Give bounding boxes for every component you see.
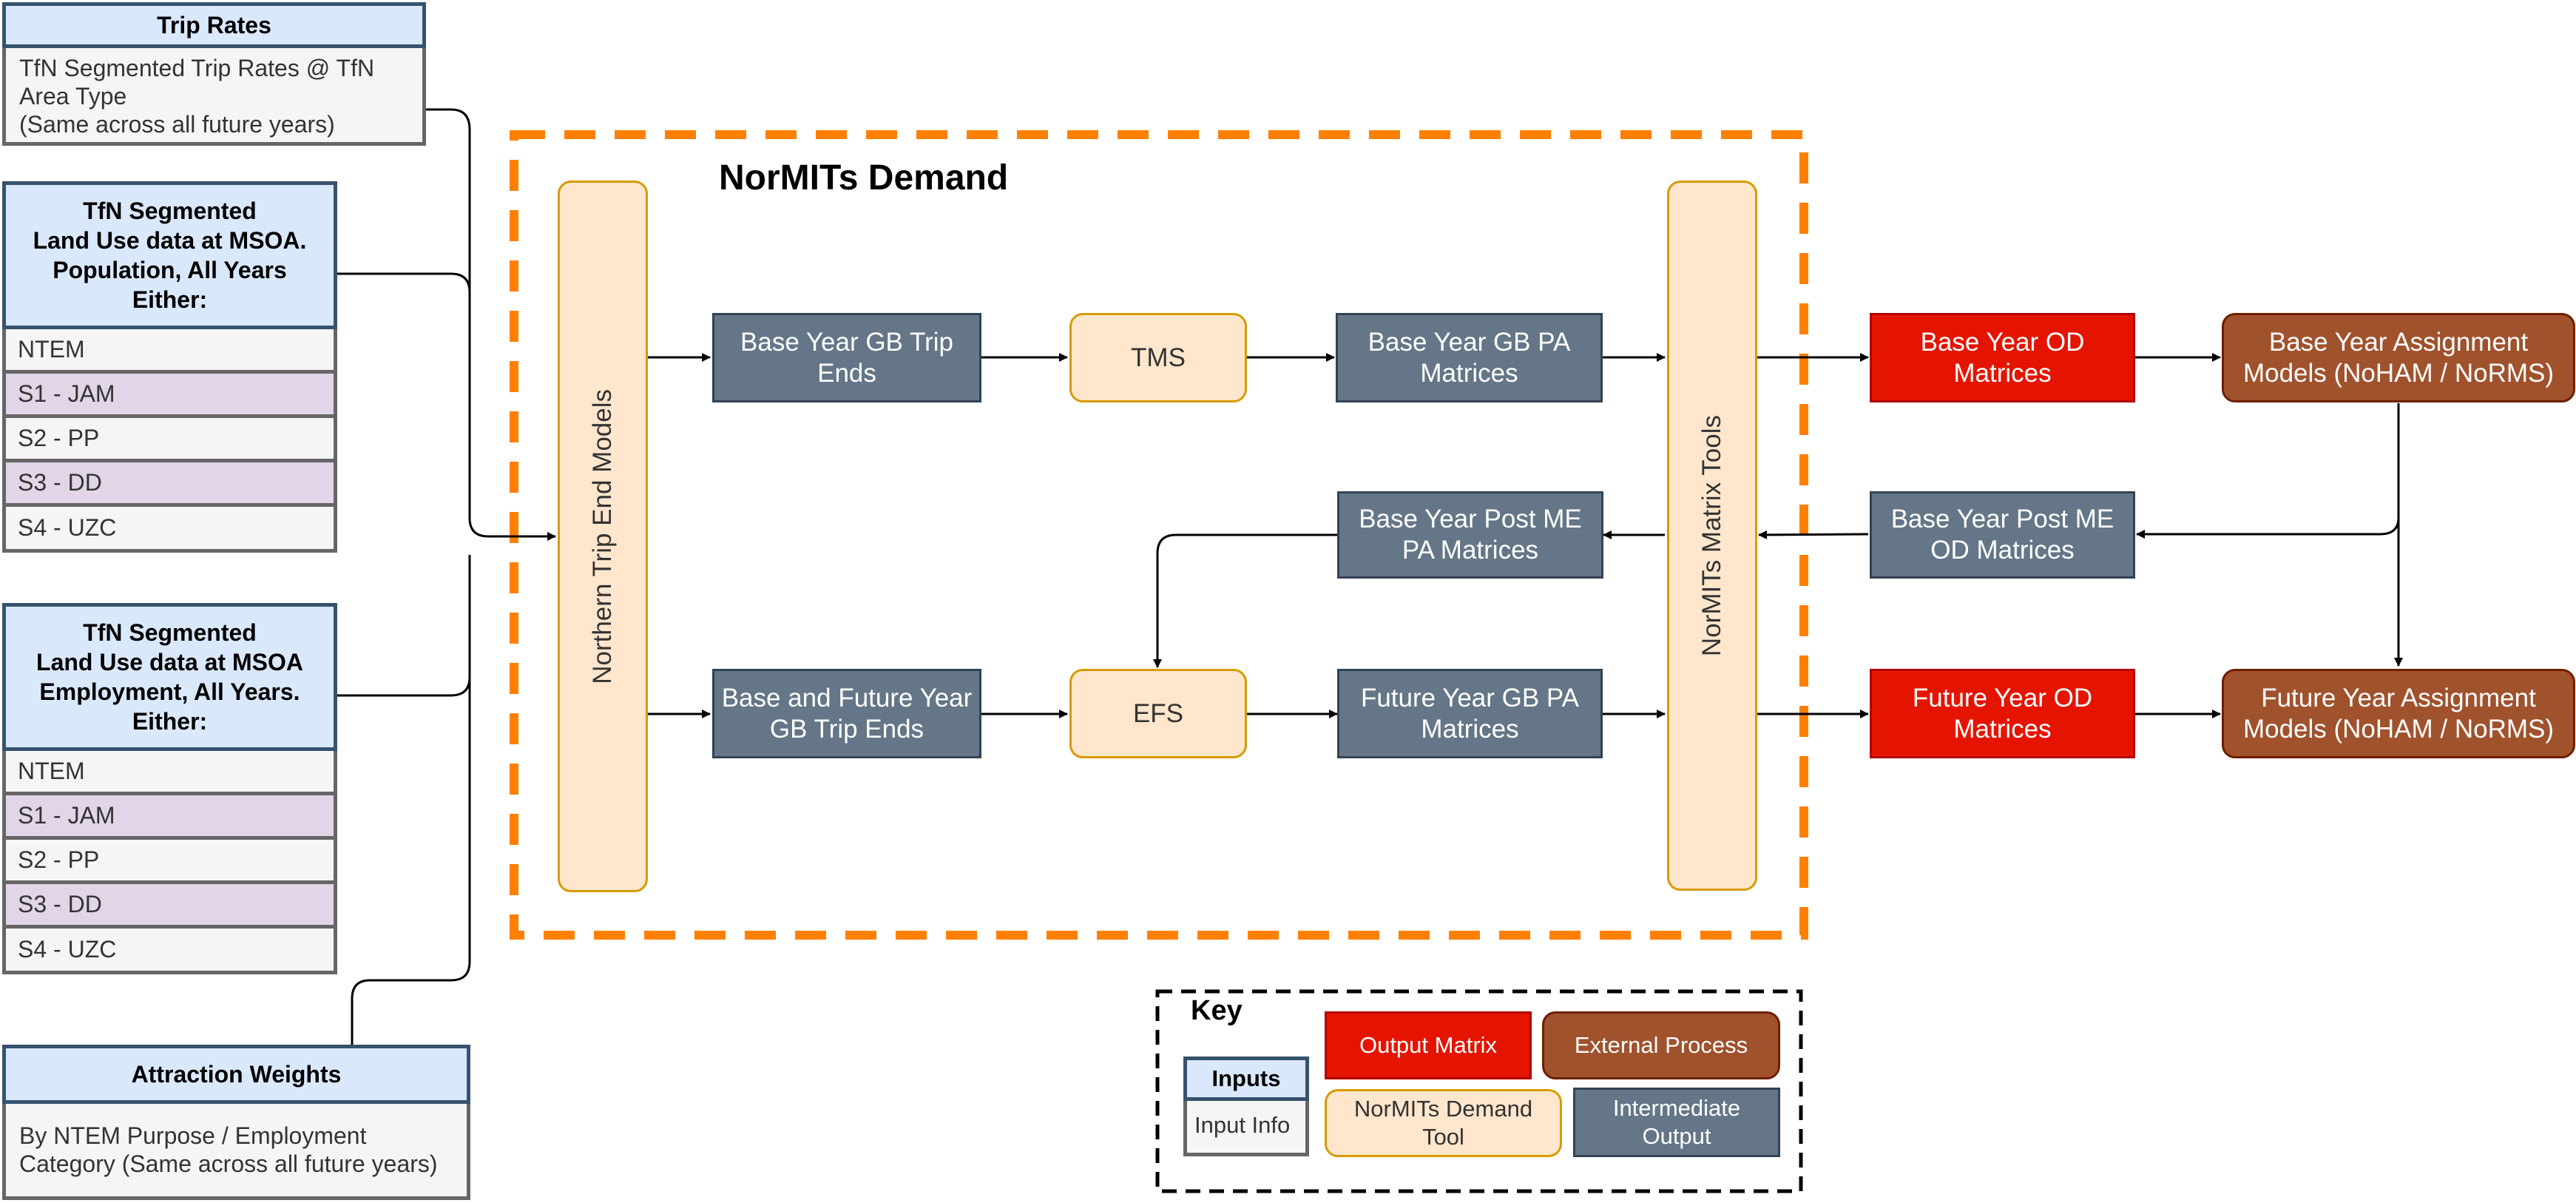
box-line: Output xyxy=(1642,1123,1711,1149)
key-inputs-swatch: Inputs xyxy=(1183,1057,1309,1101)
row-label: S1 - JAM xyxy=(18,802,115,829)
base-gb-pa-matrices: Base Year GB PA Matrices xyxy=(1336,313,1603,402)
efs-label: EFS xyxy=(1132,698,1184,728)
box-line: Matrices xyxy=(1953,358,2052,388)
row-label: S2 - PP xyxy=(18,425,100,451)
tms-tool: TMS xyxy=(1069,313,1247,402)
population-row-s1: S1 - JAM xyxy=(2,374,337,418)
box-line: Matrices xyxy=(1421,714,1519,744)
northern-trip-end-models: Northern Trip End Models xyxy=(558,181,648,892)
population-title-line: Population, All Years xyxy=(53,257,287,283)
future-od-matrices: Future Year OD Matrices xyxy=(1870,669,2135,758)
key-inputs-label: Inputs xyxy=(1211,1065,1281,1091)
key-output-matrix-label: Output Matrix xyxy=(1359,1032,1498,1058)
employment-row-s3: S3 - DD xyxy=(2,884,337,929)
employment-title-line: Employment, All Years. xyxy=(39,678,300,705)
trip-rates-header: Trip Rates xyxy=(2,2,426,48)
box-line: GB Trip Ends xyxy=(769,714,924,744)
box-line: NorMITs Demand xyxy=(1353,1096,1533,1122)
population-row-s2: S2 - PP xyxy=(2,418,337,462)
row-label: S1 - JAM xyxy=(18,380,115,407)
population-title-line: Either: xyxy=(132,286,208,313)
attraction-weights-body: By NTEM Purpose / Employment Category (S… xyxy=(2,1104,470,1200)
box-line: Tool xyxy=(1422,1124,1464,1150)
box-line: Intermediate xyxy=(1612,1095,1741,1121)
efs-tool: EFS xyxy=(1069,669,1247,758)
normits-demand-title: NorMITs Demand xyxy=(719,158,1009,198)
northern-trip-end-label: Northern Trip End Models xyxy=(588,388,617,684)
trip-rates-line: Area Type xyxy=(19,83,127,109)
population-row-s4: S4 - UZC xyxy=(2,507,337,553)
box-line: Ends xyxy=(817,358,876,388)
population-title-line: Land Use data at MSOA. xyxy=(33,227,307,254)
key-external-process-label: External Process xyxy=(1574,1032,1748,1058)
base-future-gb-trip-ends: Base and Future Year GB Trip Ends xyxy=(712,669,981,758)
matrix-tools-label: NorMITs Matrix Tools xyxy=(1697,414,1726,657)
box-line: Base Year GB PA xyxy=(1368,327,1571,357)
employment-row-s2: S2 - PP xyxy=(2,840,337,884)
base-post-me-od-matrices: Base Year Post ME OD Matrices xyxy=(1870,491,2135,579)
row-label: S4 - UZC xyxy=(18,936,117,963)
box-line: Future Year GB PA xyxy=(1360,683,1580,712)
key-input-info-label: Input Info xyxy=(1194,1112,1291,1138)
row-label: NTEM xyxy=(18,336,85,363)
box-line: Matrices xyxy=(1953,714,2052,744)
trip-rates-body: TfN Segmented Trip Rates @ TfN Area Type… xyxy=(2,48,426,146)
row-label: S2 - PP xyxy=(18,846,100,873)
tms-label: TMS xyxy=(1131,343,1186,372)
future-gb-pa-matrices: Future Year GB PA Matrices xyxy=(1337,669,1603,758)
box-line: Future Year Assignment xyxy=(2261,683,2536,712)
box-line: Base Year Post ME xyxy=(1359,505,1582,533)
base-assignment-models: Base Year Assignment Models (NoHAM / NoR… xyxy=(2222,313,2575,402)
box-line: Base Year Post ME xyxy=(1890,505,2114,533)
employment-row-s1: S1 - JAM xyxy=(2,795,337,840)
box-line: OD Matrices xyxy=(1930,536,2075,565)
row-label: S4 - UZC xyxy=(18,514,117,541)
trip-rates-title: Trip Rates xyxy=(157,12,271,38)
population-row-s3: S3 - DD xyxy=(2,462,337,507)
attraction-weights-header: Attraction Weights xyxy=(2,1045,470,1104)
trip-rates-line: (Same across all future years) xyxy=(19,111,335,138)
box-line: Base and Future Year xyxy=(721,683,973,712)
employment-title-line: TfN Segmented xyxy=(83,619,257,646)
key-intermediate-output: Intermediate Output xyxy=(1573,1088,1780,1157)
population-header: TfN Segmented Land Use data at MSOA. Pop… xyxy=(2,181,337,329)
row-label: S3 - DD xyxy=(18,891,102,917)
base-post-me-pa-matrices: Base Year Post ME PA Matrices xyxy=(1337,491,1603,579)
box-line: Base Year OD xyxy=(1920,327,2085,357)
attraction-line: Category (Same across all future years) xyxy=(19,1150,438,1177)
box-line: Future Year OD xyxy=(1912,683,2093,712)
population-title-line: TfN Segmented xyxy=(83,198,257,224)
key-frame xyxy=(1155,989,1803,1193)
attraction-weights-title: Attraction Weights xyxy=(131,1061,342,1088)
employment-title-line: Land Use data at MSOA xyxy=(36,649,303,675)
population-row-ntem: NTEM xyxy=(2,329,337,374)
box-line: PA Matrices xyxy=(1402,536,1539,565)
base-od-matrices: Base Year OD Matrices xyxy=(1870,313,2135,402)
employment-header: TfN Segmented Land Use data at MSOA Empl… xyxy=(2,603,337,751)
normits-matrix-tools: NorMITs Matrix Tools xyxy=(1667,181,1757,891)
key-title: Key xyxy=(1191,995,1243,1026)
row-label: S3 - DD xyxy=(18,469,102,496)
future-assignment-models: Future Year Assignment Models (NoHAM / N… xyxy=(2222,669,2575,758)
row-label: NTEM xyxy=(18,758,85,784)
employment-row-s4: S4 - UZC xyxy=(2,929,337,974)
trip-rates-line: TfN Segmented Trip Rates @ TfN xyxy=(19,55,375,81)
attraction-line: By NTEM Purpose / Employment xyxy=(19,1122,367,1149)
base-gb-trip-ends: Base Year GB Trip Ends xyxy=(712,313,981,402)
key-normits-tool: NorMITs Demand Tool xyxy=(1325,1089,1562,1157)
box-line: Base Year GB Trip xyxy=(740,327,953,357)
box-line: Base Year Assignment xyxy=(2268,327,2529,357)
key-output-matrix: Output Matrix xyxy=(1325,1011,1532,1079)
key-input-info-swatch: Input Info xyxy=(1183,1101,1309,1156)
box-line: Models (NoHAM / NoRMS) xyxy=(2242,714,2555,744)
box-line: Matrices xyxy=(1420,358,1518,388)
employment-title-line: Either: xyxy=(132,708,208,735)
box-line: Models (NoHAM / NoRMS) xyxy=(2242,358,2555,388)
key-external-process: External Process xyxy=(1542,1011,1780,1079)
employment-row-ntem: NTEM xyxy=(2,751,337,795)
